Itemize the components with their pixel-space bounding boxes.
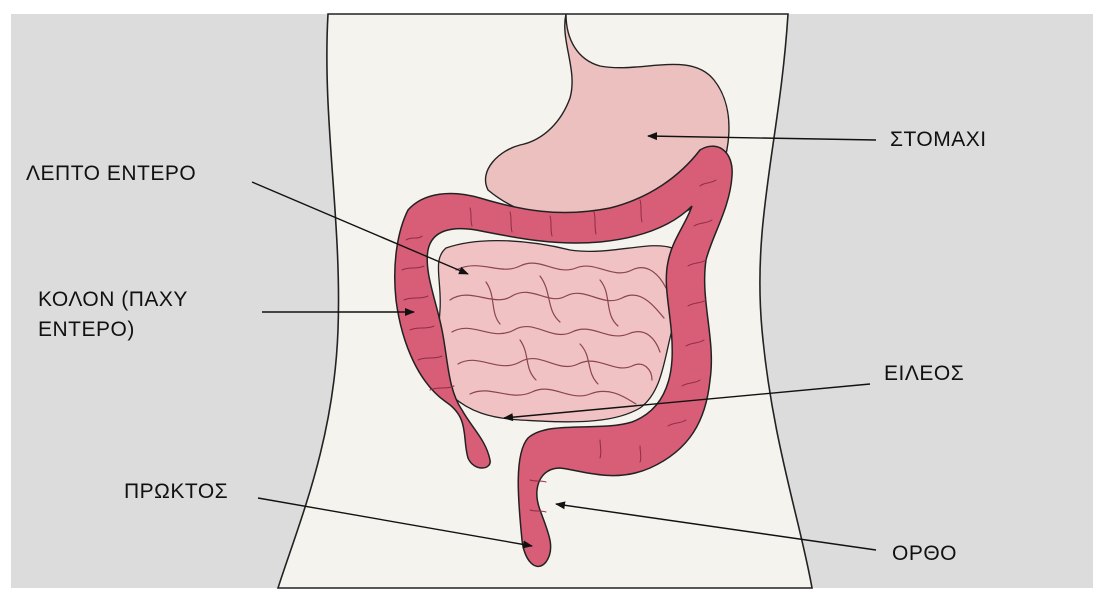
rectum-label: ΟΡΘΟ <box>892 540 957 567</box>
stomach-label: ΣΤΟΜΑΧΙ <box>890 126 987 153</box>
small-intestine-label: ΛΕΠΤΟ ΕΝΤΕΡΟ <box>26 160 196 187</box>
anus-label: ΠΡΩΚΤΟΣ <box>124 478 228 505</box>
colon-label-line1: ΚΟΛΟΝ (ΠΑΧΥ <box>38 286 188 313</box>
ileum-label: ΕΙΛΕΟΣ <box>884 360 964 387</box>
colon-label-line2: ΕΝΤΕΡΟ) <box>38 316 135 343</box>
